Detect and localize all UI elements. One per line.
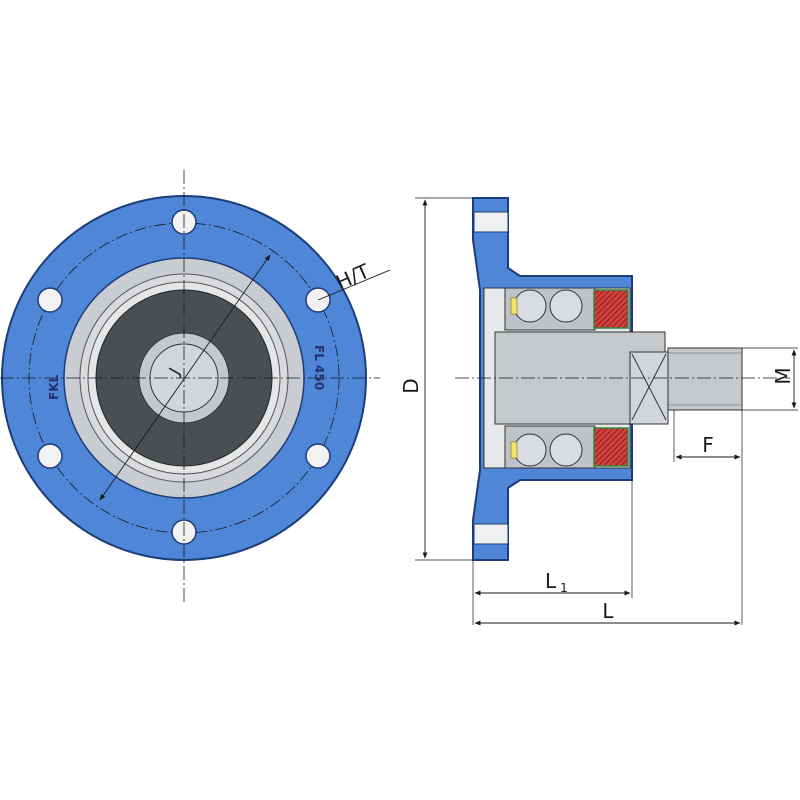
bolt-hole-lower-right (305, 443, 331, 469)
dim-L1-label: L 1 (545, 569, 568, 595)
cage (510, 297, 518, 459)
flange-hole-top (473, 211, 509, 233)
bolt-hole-lower-left (37, 443, 63, 469)
housing-mark: FKL (47, 375, 61, 400)
front-view: H/T J FKL FL 450 (0, 170, 391, 605)
bolt-hole-upper-left (37, 287, 63, 313)
ball (513, 433, 547, 467)
ball-set (513, 289, 583, 467)
threaded-end (667, 347, 743, 411)
bolt-circle-leader (317, 269, 391, 301)
spanner-flat-mark (631, 353, 667, 421)
dim-L1-letter: L (545, 569, 557, 593)
dim-D-label: D (399, 378, 423, 393)
flange-hole-bottom (473, 523, 509, 545)
cage-segment (510, 441, 518, 459)
dim-L1-subscript: 1 (560, 581, 568, 595)
hub-diameter-line (99, 254, 271, 501)
bolt-holes (37, 209, 331, 545)
cage-segment (510, 297, 518, 315)
dim-L-label: L (602, 599, 614, 623)
seal-top (593, 289, 629, 329)
ball (549, 433, 583, 467)
seal-bottom (593, 427, 629, 467)
dim-M-label: M (771, 367, 795, 384)
ball (513, 289, 547, 323)
side-view: D M F L 1 L (399, 197, 798, 626)
size-mark: FL 450 (312, 345, 326, 390)
ball (549, 289, 583, 323)
dim-F-label: F (702, 433, 714, 457)
